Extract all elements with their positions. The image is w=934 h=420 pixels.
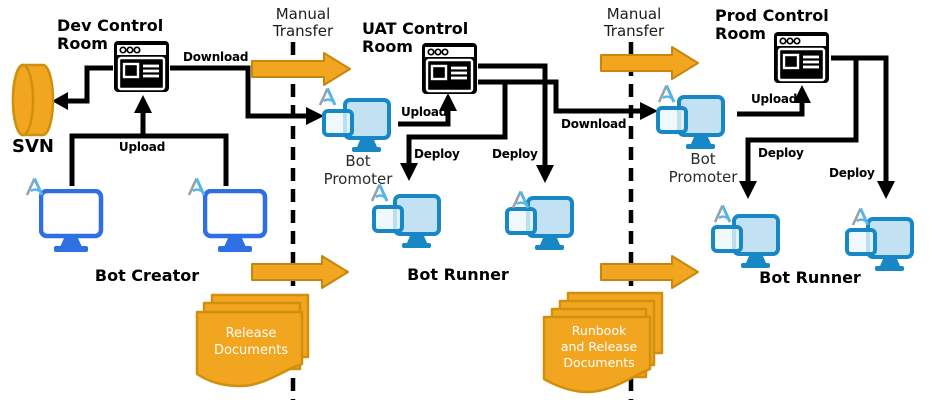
arrow-uat-download-to-prod-promoter: [478, 79, 640, 114]
workstation-monitor-icon: [372, 194, 441, 248]
manual-transfer-arrow-bottom-left: [251, 255, 349, 289]
automation-anywhere-a-icon: [713, 204, 732, 223]
line-botcreators-upload: [69, 133, 229, 186]
uat-download-label: Download: [561, 117, 627, 131]
stacked-documents-icon: [195, 293, 310, 388]
uat-deploy-label-2: Deploy: [492, 147, 538, 161]
prod-bot-runner-label: Bot Runner: [759, 268, 861, 287]
prod-deploy-label-1: Deploy: [758, 146, 804, 160]
svn-label: SVN: [12, 136, 54, 157]
browser-window-icon: [422, 43, 477, 94]
browser-window-icon: [774, 32, 829, 83]
arrow-dev-download-to-uat-promoter: [170, 65, 306, 119]
automation-anywhere-a-icon: [318, 87, 337, 106]
uat-deploy-label-1: Deploy: [414, 147, 460, 161]
bot-creator-label: Bot Creator: [94, 266, 200, 285]
automation-anywhere-a-icon: [187, 177, 206, 196]
uat-bot-promoter-label: Bot Promoter: [323, 152, 393, 188]
arrow-uat-deploy-1: [406, 84, 508, 163]
automation-anywhere-a-icon: [657, 84, 676, 103]
dev-download-label: Download: [183, 50, 249, 64]
arrow-upload-to-uatcr: [398, 110, 451, 127]
desktop-monitor-icon: [203, 189, 268, 252]
dev-control-room-title: Dev Control Room: [57, 16, 164, 53]
manual-transfer-arrow-top-right: [600, 46, 699, 80]
automation-anywhere-a-icon: [511, 190, 530, 209]
automation-anywhere-a-icon: [851, 207, 870, 226]
prod-bot-promoter-label: Bot Promoter: [668, 150, 738, 186]
manual-transfer-arrow-top-left: [251, 52, 351, 86]
arrow-prod-deploy-1: [745, 58, 859, 181]
manual-transfer-arrow-bottom-right: [600, 255, 699, 289]
manual-transfer-label-right: Manual Transfer: [603, 5, 665, 40]
arrow-devcr-to-svn: [66, 65, 113, 104]
automation-anywhere-a-icon: [370, 183, 389, 202]
dev-upload-label: Upload: [118, 140, 166, 154]
arrowheads: [52, 85, 895, 199]
workstation-monitor-icon: [505, 196, 574, 250]
uat-upload-label: Upload: [401, 105, 448, 119]
runbook-documents-label: Runbook and Release Documents: [560, 323, 638, 370]
workstation-monitor-icon: [656, 95, 725, 149]
desktop-monitor-icon: [39, 189, 104, 252]
arrow-prod-deploy-2: [831, 55, 889, 181]
arrow-uat-deploy-2: [478, 63, 548, 165]
release-documents-label: Release Documents: [213, 326, 289, 358]
manual-transfer-label-left: Manual Transfer: [272, 5, 334, 40]
prod-control-room-title: Prod Control Room: [715, 6, 829, 43]
workstation-monitor-icon: [711, 214, 780, 268]
uat-control-room-title: UAT Control Room: [362, 19, 469, 56]
database-cylinder-icon: [11, 63, 55, 137]
uat-bot-runner-label: Bot Runner: [407, 265, 509, 284]
arrow-upload-to-prodcr: [737, 102, 805, 117]
automation-anywhere-a-icon: [25, 177, 44, 196]
prod-upload-label: Upload: [751, 92, 798, 106]
workstation-monitor-icon: [845, 217, 914, 271]
prod-deploy-label-2: Deploy: [829, 166, 875, 180]
browser-window-icon: [114, 41, 169, 92]
stacked-documents-icon: [542, 291, 664, 394]
workstation-monitor-icon: [322, 98, 391, 152]
